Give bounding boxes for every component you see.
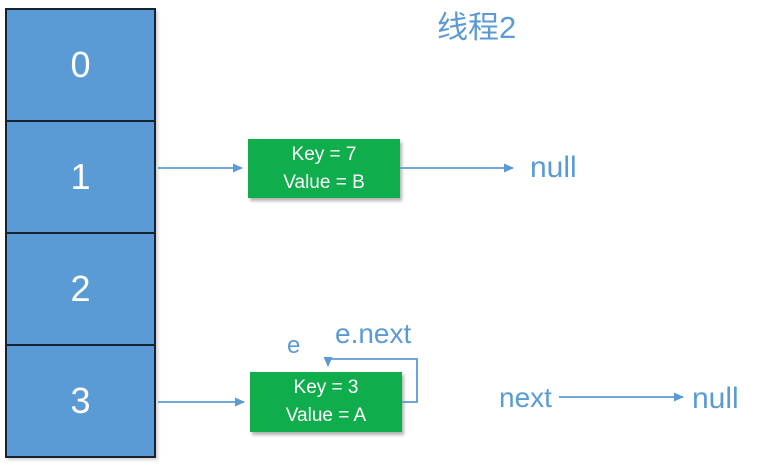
thread-title: 线程2 (437, 10, 517, 45)
node-key3-value-line: Value = A (285, 405, 367, 426)
bucket-cell-0-label: 0 (70, 44, 91, 85)
bucket-cell-2-label: 2 (70, 268, 91, 309)
node-key7: Key = 7 Value = B (248, 139, 400, 198)
null-label-bottom: null (692, 382, 739, 415)
null-label-top: null (530, 151, 577, 184)
node-key7-key-line: Key = 7 (291, 143, 357, 165)
bucket-cell-3-label: 3 (70, 380, 91, 421)
node-key7-value-line: Value = B (283, 171, 365, 193)
e-pointer-label: e (287, 332, 301, 359)
bucket-cell-2: 2 (7, 234, 154, 346)
node-key3-key-line: Key = 3 (293, 377, 359, 399)
node-key3: Key = 3 Value = A (250, 372, 402, 432)
next-pointer-label: next (499, 382, 552, 413)
bucket-cell-3: 3 (7, 346, 154, 456)
bucket-cell-0: 0 (7, 10, 154, 122)
bucket-cell-1: 1 (7, 122, 154, 234)
hash-bucket-array: 0 1 2 3 (5, 8, 156, 458)
e-next-pointer-label: e.next (335, 318, 412, 349)
bucket-cell-1-label: 1 (70, 156, 91, 197)
